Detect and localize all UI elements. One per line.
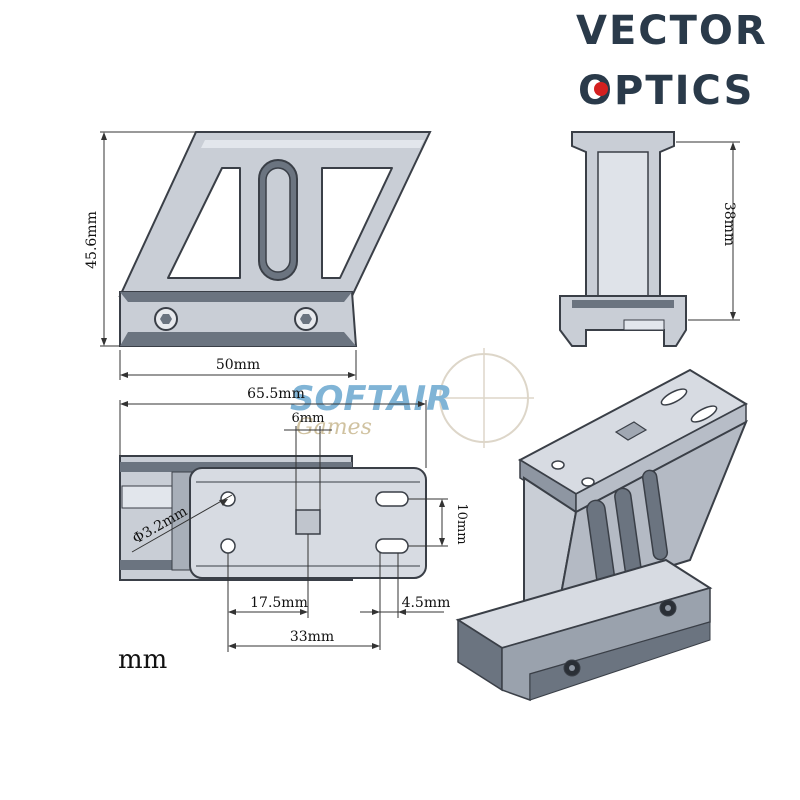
- front-view: 45.6mm 50mm: [84, 131, 432, 380]
- watermark-line-1: SOFTAIR: [290, 379, 452, 419]
- front-view-window-right: [321, 167, 393, 279]
- hole-to-slot-label: 33mm: [290, 629, 334, 645]
- watermark-line-2: Games: [296, 415, 372, 440]
- hole-to-center-label: 17.5mm: [250, 595, 308, 611]
- front-view-window-left: [167, 167, 241, 279]
- iso-hole: [581, 477, 595, 487]
- dimension-top-slot-offset: 6mm: [284, 411, 332, 510]
- iso-slot: [660, 388, 688, 406]
- iso-hole: [551, 460, 565, 470]
- logo-line-1: VECTOR: [576, 8, 768, 54]
- center-square: [295, 509, 321, 535]
- dimension-hole-to-center: 17.5mm: [227, 534, 309, 618]
- front-width-label: 50mm: [216, 357, 260, 373]
- hex-screw-icon: [154, 307, 178, 331]
- top-slot-offset-label: 6mm: [292, 411, 325, 426]
- dimension-front-height: 45.6mm: [84, 131, 196, 347]
- dimension-top-length: 65.5mm: [119, 386, 427, 468]
- mount-slot: [375, 491, 409, 507]
- hex-screw-icon: [294, 307, 318, 331]
- softair-games-watermark: SOFTAIR Games: [290, 348, 534, 448]
- hex-screw-icon: [563, 659, 581, 677]
- side-height-label: 38mm: [721, 202, 737, 246]
- logo-red-dot: [594, 82, 608, 96]
- dimension-front-width: 50mm: [119, 350, 357, 380]
- mount-hole: [220, 538, 236, 554]
- isometric-view: [455, 368, 749, 702]
- top-length-label: 65.5mm: [247, 386, 305, 402]
- units-label: mm: [118, 645, 167, 675]
- iso-slot: [690, 405, 718, 423]
- dimension-side-height: 38mm: [676, 141, 740, 321]
- dimension-slot-width: 4.5mm: [360, 553, 450, 650]
- mount-slot: [375, 538, 409, 554]
- vector-optics-logo: VECTOR OPTICS: [576, 8, 768, 114]
- dimension-hole-to-slot: 33mm: [227, 618, 380, 652]
- side-view: 38mm: [559, 131, 740, 347]
- slot-spacing-label: 10mm: [454, 503, 469, 544]
- top-view: 65.5mm 6mm Φ3.2mm 10mm: [119, 386, 469, 652]
- front-height-label: 45.6mm: [84, 211, 100, 269]
- slot-width-label: 4.5mm: [402, 595, 451, 611]
- hex-screw-icon: [659, 599, 677, 617]
- dimension-slot-spacing: 10mm: [408, 498, 469, 547]
